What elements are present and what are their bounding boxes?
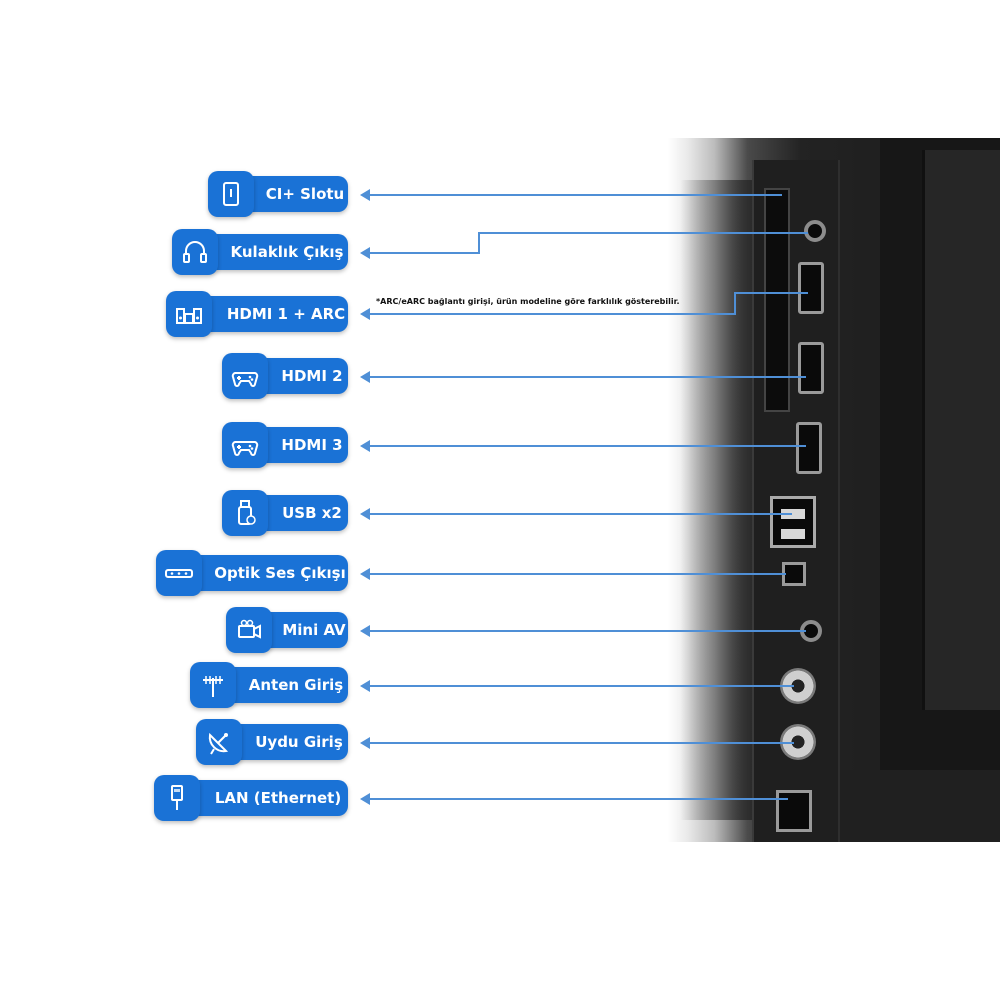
hdmi3-port — [796, 422, 822, 474]
ethernet-plug-icon — [154, 775, 200, 821]
tv-screen-edge — [922, 150, 1000, 710]
tv-back-shadow — [680, 180, 752, 820]
tv-foot — [820, 770, 1000, 842]
gamepad-icon — [222, 353, 268, 399]
label-antenna-text: Anten Giriş — [248, 676, 344, 694]
label-ci-slot-text: CI+ Slotu — [265, 185, 345, 203]
hdmi1-port — [798, 262, 824, 314]
headphones-icon — [172, 229, 218, 275]
lan-port — [776, 790, 812, 832]
label-hdmi3-text: HDMI 3 — [281, 436, 343, 454]
ci-card-icon — [208, 171, 254, 217]
antenna-icon — [190, 662, 236, 708]
speaker-system-icon — [166, 291, 212, 337]
hdmi2-port — [798, 342, 824, 394]
ci-slot-port — [764, 188, 790, 412]
label-usb-text: USB x2 — [282, 504, 342, 522]
satellite-dish-icon — [196, 719, 242, 765]
label-hdmi1-text: HDMI 1 + ARC — [226, 305, 346, 323]
label-headphone-text: Kulaklık Çıkış — [230, 243, 344, 261]
camcorder-icon — [226, 607, 272, 653]
label-hdmi2-text: HDMI 2 — [281, 367, 343, 385]
label-mini-av-text: Mini AV — [282, 621, 346, 639]
usb-ports — [770, 496, 816, 548]
soundbar-icon — [156, 550, 202, 596]
label-optical-text: Optik Ses Çıkışı — [214, 564, 346, 582]
gamepad-icon — [222, 422, 268, 468]
label-lan-text: LAN (Ethernet) — [214, 789, 342, 807]
usb-stick-icon — [222, 490, 268, 536]
headphone-jack — [804, 220, 826, 242]
arc-note: *ARC/eARC bağlantı girişi, ürün modeline… — [376, 297, 680, 306]
label-satellite-text: Uydu Giriş — [255, 733, 343, 751]
